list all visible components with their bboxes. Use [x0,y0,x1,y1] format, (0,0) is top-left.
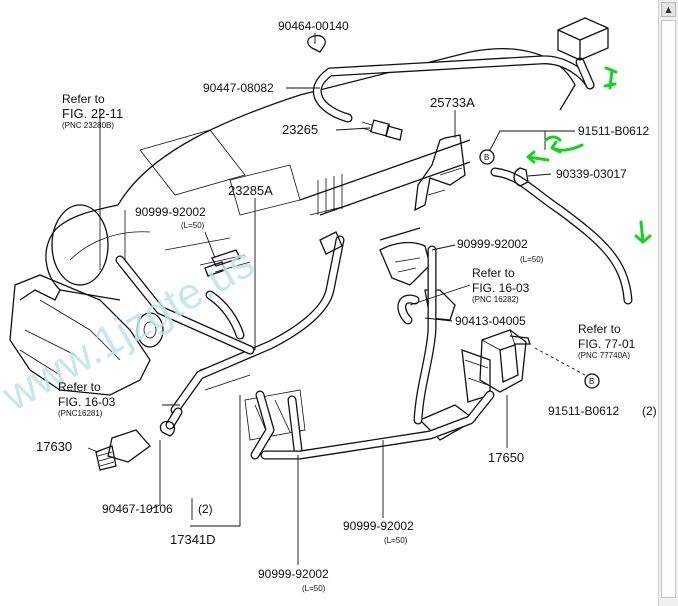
quantity-label: (2) [642,404,657,418]
reference-pnc: (PNC 23280B) [62,121,114,130]
green-mark-arrow-2 [526,150,550,164]
reference-line2: FIG. 22-11 [62,106,123,121]
vertical-scrollbar[interactable]: ▲ [658,0,678,606]
reference-line1: Refer to [578,322,621,336]
part-number-label: 90999-92002 [258,567,329,581]
tube-piece [211,249,241,267]
green-annotations [526,66,652,244]
part-number-label: 90999-92002 [457,237,528,251]
part-number-label: 23265 [282,122,318,137]
reference-labels: Refer to FIG. 22-11 (PNC 23280B) Refer t… [58,92,636,418]
part-number-label: 90999-92002 [135,205,206,219]
vsv [479,329,531,393]
length-label: (L=50) [181,221,205,230]
bolt-marker-letter: B [589,377,594,386]
engine-outline [9,48,576,441]
bolt-marker-top [479,149,495,165]
leader-lines [87,33,586,565]
scroll-up-button[interactable]: ▲ [661,2,676,17]
bolt-marker-letter: B [484,153,489,162]
part-number-label: 91511-B0612 [578,124,650,138]
quantity-label: (2) [198,502,213,516]
components [95,17,609,471]
green-mark-arrow-3 [544,135,562,142]
green-mark-arrow-1 [550,140,584,154]
scroll-thumb[interactable] [661,20,676,598]
watermark: www.1jzgte.us [0,238,263,422]
vacuum-sensor [361,119,403,141]
reference-line1: Refer to [62,92,105,106]
clamp [307,34,326,53]
reference-line1: Refer to [472,266,515,280]
part-number-label: 23285A [228,183,273,198]
tube-piece-2 [204,261,226,277]
canister [557,17,609,61]
part-number-label: 90447-08082 [203,81,274,95]
part-number-label: 91511-B0612 [548,404,620,418]
part-number-label: 90467-10106 [102,502,173,516]
bolt-marker-bottom [584,373,600,389]
part-number-label: 17650 [488,450,524,465]
part-number-label: 90339-03017 [556,167,627,181]
reference-line2: FIG. 77-01 [578,337,636,351]
reference-line2: FIG. 16-03 [58,395,116,409]
green-mark-arrow-4 [634,220,652,244]
parts-diagram: www.1jzgte.us 90464-00140 90447-08082 23… [0,17,657,593]
part-number-label: 17630 [36,439,72,454]
reference-line2: FIG. 16-03 [472,281,530,295]
part-number-label: 90413-04005 [455,314,526,328]
part-number-label: 17341D [170,532,216,547]
reference-pnc: (PNC16281) [58,409,103,418]
length-label: (L=50) [384,536,408,545]
vacuum-switch [95,429,151,471]
clamp-lower [159,420,176,437]
part-labels: 90464-00140 90447-08082 23265 25733A 915… [36,19,657,593]
clip [513,167,529,187]
part-number-label: 90999-92002 [343,519,414,533]
part-number-label: 25733A [430,95,475,110]
hoses [115,55,633,460]
reference-pnc: (PNC 16282) [472,295,519,304]
connector [319,231,343,255]
reference-line1: Refer to [58,380,101,394]
part-number-label: 90464-00140 [278,19,349,33]
reference-pnc: (PNC 77740A) [578,351,630,360]
green-mark-canister [603,66,618,90]
bracket [414,134,466,212]
up-arrow-icon: ▲ [665,4,672,14]
length-label: (L=50) [520,255,544,264]
length-label: (L=50) [302,584,326,593]
